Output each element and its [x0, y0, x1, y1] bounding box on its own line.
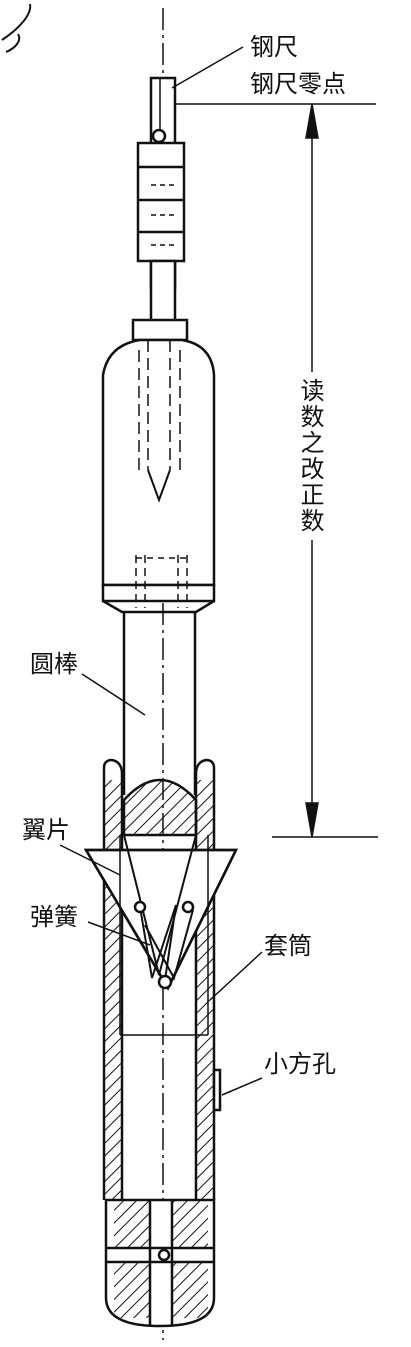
label-sleeve: 套筒 — [264, 932, 312, 960]
spring — [133, 900, 195, 990]
label-steel-ruler: 钢尺 — [250, 33, 298, 61]
bottom-plug — [104, 1198, 216, 1328]
round-rod — [122, 612, 197, 795]
corner-mark — [1, 3, 32, 53]
leader-lines — [59, 46, 263, 1096]
label-reading-correction: 读数之改正数 — [296, 372, 324, 540]
label-round-rod: 圆棒 — [30, 650, 78, 678]
upper-body — [101, 318, 216, 614]
rod-head — [122, 778, 198, 837]
ruler-clamp — [136, 141, 186, 323]
label-square-hole: 小方孔 — [264, 1050, 336, 1078]
label-wing: 翼片 — [22, 816, 70, 844]
wing — [83, 834, 239, 1036]
label-ruler-zero: 钢尺零点 — [250, 70, 346, 98]
label-spring: 弹簧 — [30, 903, 78, 931]
